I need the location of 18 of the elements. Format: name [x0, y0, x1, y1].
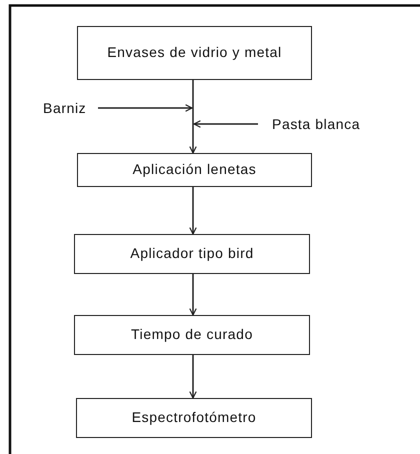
process-box [77, 26, 312, 80]
process-box [74, 315, 310, 355]
arrow [189, 355, 197, 399]
arrow [189, 274, 197, 316]
input-label: Barniz [43, 100, 86, 116]
step-label: Envases de vidrio y metal [107, 44, 282, 62]
process-box [77, 153, 312, 187]
arrow [98, 104, 193, 112]
step-label: Espectrofotómetro [132, 409, 256, 427]
step-label: Tiempo de curado [131, 326, 253, 344]
process-box [76, 398, 312, 438]
arrow [189, 187, 197, 235]
arrow [193, 120, 258, 128]
process-box [74, 234, 310, 274]
step-label: Aplicación lenetas [132, 161, 256, 179]
input-label: Pasta blanca [272, 116, 360, 132]
step-label: Aplicador tipo bird [130, 245, 254, 263]
arrow [189, 80, 197, 154]
